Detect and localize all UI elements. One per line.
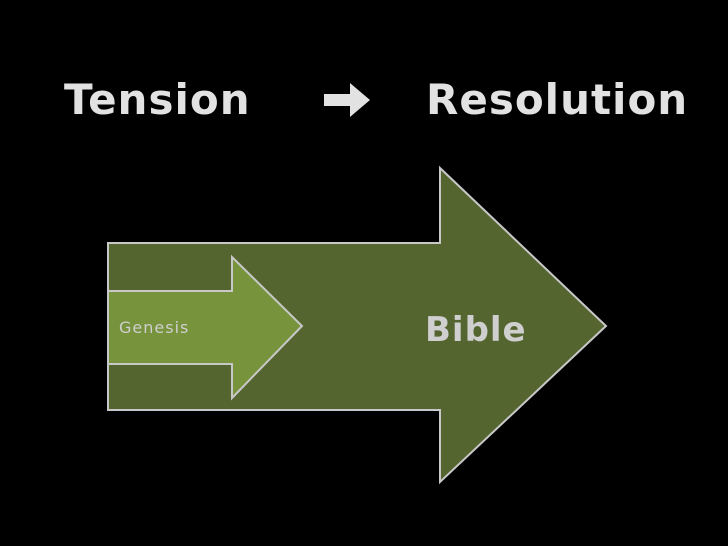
inner-arrow-genesis — [107, 254, 304, 401]
outer-arrow-bible — [107, 165, 608, 485]
label-genesis: Genesis — [119, 318, 189, 337]
right-arrow-icon — [318, 70, 378, 130]
title-tension: Tension — [64, 75, 251, 124]
title-resolution: Resolution — [426, 75, 689, 124]
label-bible: Bible — [425, 310, 527, 350]
